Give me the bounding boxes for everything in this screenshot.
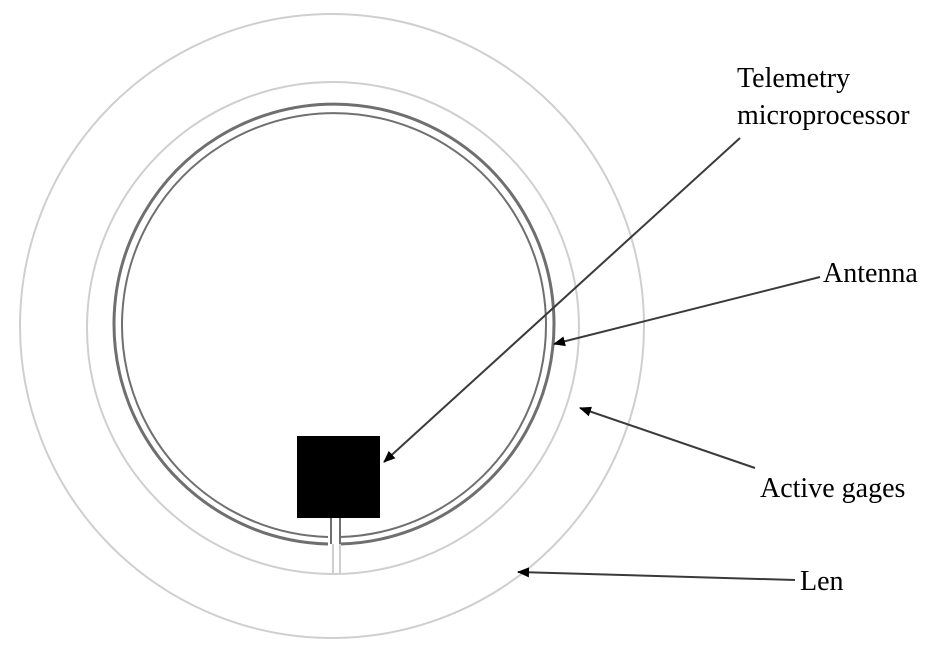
- active-gages-pointer-arrow: [579, 406, 756, 469]
- antenna-outer-trace: [112, 102, 556, 546]
- lens-outer-ring: [19, 13, 645, 639]
- active-gages-label: Active gages: [760, 473, 906, 504]
- telemetry-label-line1: Telemetry: [737, 63, 851, 94]
- antenna-pointer-arrow: [553, 276, 821, 347]
- len-pointer-arrow: [517, 567, 796, 581]
- telemetry-label-line2: microprocessor: [737, 100, 910, 131]
- telemetry-chip: [297, 436, 380, 518]
- antenna-label: Antenna: [823, 258, 918, 289]
- len-label: Len: [800, 566, 844, 597]
- telemetry-pointer-arrow: [383, 137, 741, 463]
- antenna-inner-trace: [121, 112, 547, 538]
